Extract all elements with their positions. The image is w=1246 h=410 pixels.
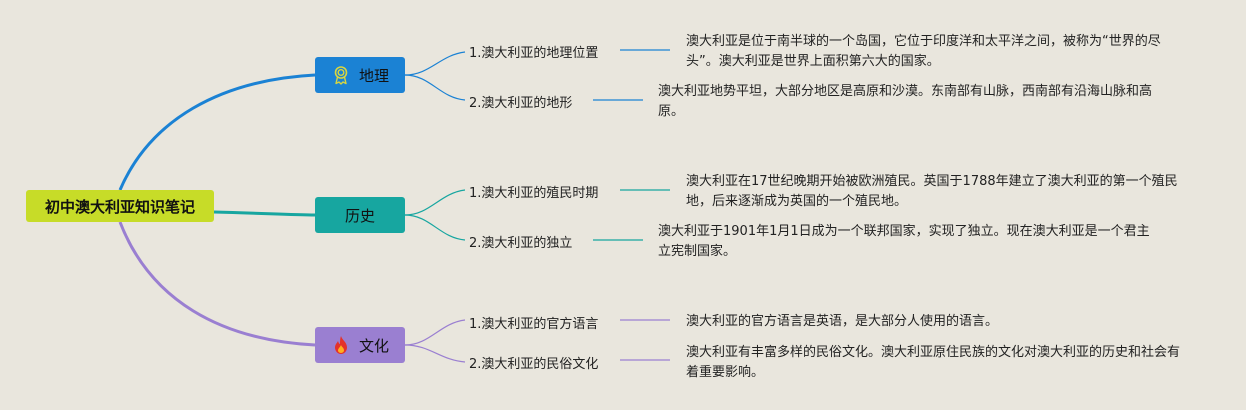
subtopic-label: 2.澳大利亚的民俗文化 — [469, 357, 599, 372]
connector-his-2 — [404, 214, 466, 241]
connector-geo-1 — [404, 51, 466, 76]
subtopic-label: 1.澳大利亚的地理位置 — [469, 46, 599, 61]
connector-root-geo — [118, 73, 316, 191]
subtopic-label: 1.澳大利亚的官方语言 — [469, 317, 599, 332]
subtopic-label: 1.澳大利亚的殖民时期 — [469, 186, 599, 201]
branch-culture[interactable]: 文化 — [315, 327, 405, 363]
root-topic-label: 初中澳大利亚知识笔记 — [44, 197, 195, 216]
subtopic-history-independence[interactable]: 2.澳大利亚的独立 — [469, 232, 572, 251]
subtopic-geo-terrain[interactable]: 2.澳大利亚的地形 — [469, 92, 572, 111]
description-culture-language: 澳大利亚的官方语言是英语，是大部分人使用的语言。 — [686, 314, 999, 329]
subtopic-history-colonial[interactable]: 1.澳大利亚的殖民时期 — [469, 182, 598, 201]
connector-geo-2 — [404, 74, 466, 101]
description-geo-terrain: 澳大利亚地势平坦，大部分地区是高原和沙漠。东南部有山脉，西南部有沿海山脉和高原。 — [658, 84, 1153, 119]
subtopic-label: 2.澳大利亚的地形 — [469, 96, 573, 111]
branch-culture-label: 文化 — [358, 336, 389, 355]
connector-his-1 — [404, 189, 466, 216]
flame-icon — [334, 336, 347, 354]
description-history-independence: 澳大利亚于1901年1月1日成为一个联邦国家，实现了独立。现在澳大利亚是一个君主… — [658, 224, 1150, 259]
description-geo-location: 澳大利亚是位于南半球的一个岛国，它位于印度洋和太平洋之间，被称为“世界的尽头”。… — [686, 34, 1161, 69]
branch-history-label: 历史 — [344, 206, 375, 225]
subtopic-geo-location[interactable]: 1.澳大利亚的地理位置 — [469, 42, 598, 61]
root-topic[interactable]: 初中澳大利亚知识笔记 — [26, 190, 214, 222]
connector-cul-1 — [404, 319, 466, 346]
subtopic-culture-folk[interactable]: 2.澳大利亚的民俗文化 — [469, 353, 598, 372]
description-history-colonial: 澳大利亚在17世纪晚期开始被欧洲殖民。英国于1788年建立了澳大利亚的第一个殖民… — [686, 174, 1178, 209]
connector-root-cul — [118, 221, 316, 347]
connector-root-his — [213, 210, 316, 217]
connector-cul-2 — [404, 344, 466, 363]
award-ribbon-icon — [334, 66, 348, 85]
branch-history[interactable]: 历史 — [315, 197, 405, 233]
branch-geography[interactable]: 地理 — [315, 57, 405, 93]
description-culture-folk: 澳大利亚有丰富多样的民俗文化。澳大利亚原住民族的文化对澳大利亚的历史和社会有着重… — [686, 345, 1181, 380]
subtopic-label: 2.澳大利亚的独立 — [469, 236, 573, 251]
subtopic-culture-language[interactable]: 1.澳大利亚的官方语言 — [469, 313, 598, 332]
branch-geography-label: 地理 — [358, 66, 389, 85]
